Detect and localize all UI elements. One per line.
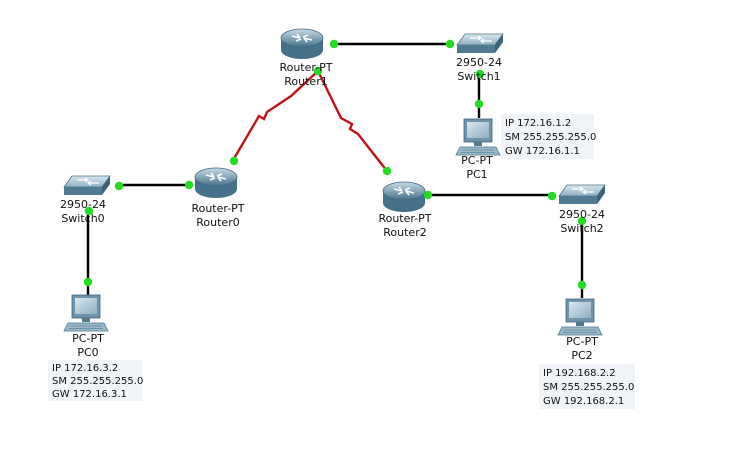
switch1-model-label: 2950-24 xyxy=(456,56,502,69)
switch2-name-label: Switch2 xyxy=(560,222,603,235)
pc0-ip-note[interactable]: IP 172.16.3.2 SM 255.255.255.0 GW 172.16… xyxy=(48,360,143,401)
port-up-indicator xyxy=(184,180,194,190)
router1-name-label: Router1 xyxy=(284,75,327,88)
note-background xyxy=(501,114,594,159)
pc1-name-label: PC1 xyxy=(466,168,487,181)
links-layer xyxy=(86,42,584,298)
switch1-switch-icon[interactable] xyxy=(456,33,504,54)
router1-model-label: Router-PT xyxy=(279,61,332,74)
router2-router-icon[interactable] xyxy=(382,181,426,213)
switch2-switch-icon[interactable] xyxy=(558,184,606,205)
port-up-indicator xyxy=(83,277,93,287)
pc0-gw-text: GW 172.16.3.1 xyxy=(52,389,127,400)
pc0-name-label: PC0 xyxy=(77,346,98,359)
port-up-indicator xyxy=(329,39,339,49)
pc2-ip-text: IP 192.168.2.2 xyxy=(543,368,616,379)
pc2-model-label: PC-PT xyxy=(566,335,598,348)
port-up-indicator xyxy=(313,66,323,76)
router2-name-label: Router2 xyxy=(383,226,426,239)
pc1-pc-icon[interactable] xyxy=(455,118,501,156)
pc0-sm-text: SM 255.255.255.0 xyxy=(52,376,143,387)
pc2-sm-text: SM 255.255.255.0 xyxy=(543,382,634,393)
link-router1-router2[interactable] xyxy=(316,70,388,172)
port-up-indicator xyxy=(229,156,239,166)
pc2-ip-note[interactable]: IP 192.168.2.2 SM 255.255.255.0 GW 192.1… xyxy=(539,364,635,409)
switch0-switch-icon[interactable] xyxy=(63,175,111,196)
pc1-gw-text: GW 172.16.1.1 xyxy=(505,146,580,157)
port-up-indicator xyxy=(547,191,557,201)
note-background xyxy=(48,360,142,401)
port-up-indicator xyxy=(84,206,94,216)
router2-model-label: Router-PT xyxy=(378,212,431,225)
port-up-indicator xyxy=(577,216,587,226)
pc0-pc-icon[interactable] xyxy=(63,294,109,332)
router0-model-label: Router-PT xyxy=(191,202,244,215)
port-up-indicator xyxy=(475,69,485,79)
switch1-name-label: Switch1 xyxy=(457,70,500,83)
port-up-indicator xyxy=(474,99,484,109)
switch0-model-label: 2950-24 xyxy=(60,198,106,211)
pc0-ip-text: IP 172.16.3.2 xyxy=(52,363,118,374)
port-up-indicator xyxy=(445,39,455,49)
note-background xyxy=(539,364,635,409)
pc1-model-label: PC-PT xyxy=(461,154,493,167)
pc0-model-label: PC-PT xyxy=(72,332,104,345)
router0-router-icon[interactable] xyxy=(194,167,238,199)
pc1-ip-text: IP 172.16.1.2 xyxy=(505,118,571,129)
switch2-model-label: 2950-24 xyxy=(559,208,605,221)
router1-router-icon[interactable] xyxy=(280,28,324,60)
port-up-indicator xyxy=(382,166,392,176)
port-up-indicator xyxy=(114,181,124,191)
link-router1-router0[interactable] xyxy=(230,70,319,163)
pc1-ip-note[interactable]: IP 172.16.1.2 SM 255.255.255.0 GW 172.16… xyxy=(501,114,596,159)
pc2-pc-icon[interactable] xyxy=(557,298,603,336)
switch0-name-label: Switch0 xyxy=(61,212,104,225)
pc2-name-label: PC2 xyxy=(571,349,592,362)
port-indicators xyxy=(83,39,587,290)
port-up-indicator xyxy=(577,280,587,290)
port-up-indicator xyxy=(423,190,433,200)
pc1-sm-text: SM 255.255.255.0 xyxy=(505,132,596,143)
router0-name-label: Router0 xyxy=(196,216,239,229)
pc2-gw-text: GW 192.168.2.1 xyxy=(543,396,624,407)
